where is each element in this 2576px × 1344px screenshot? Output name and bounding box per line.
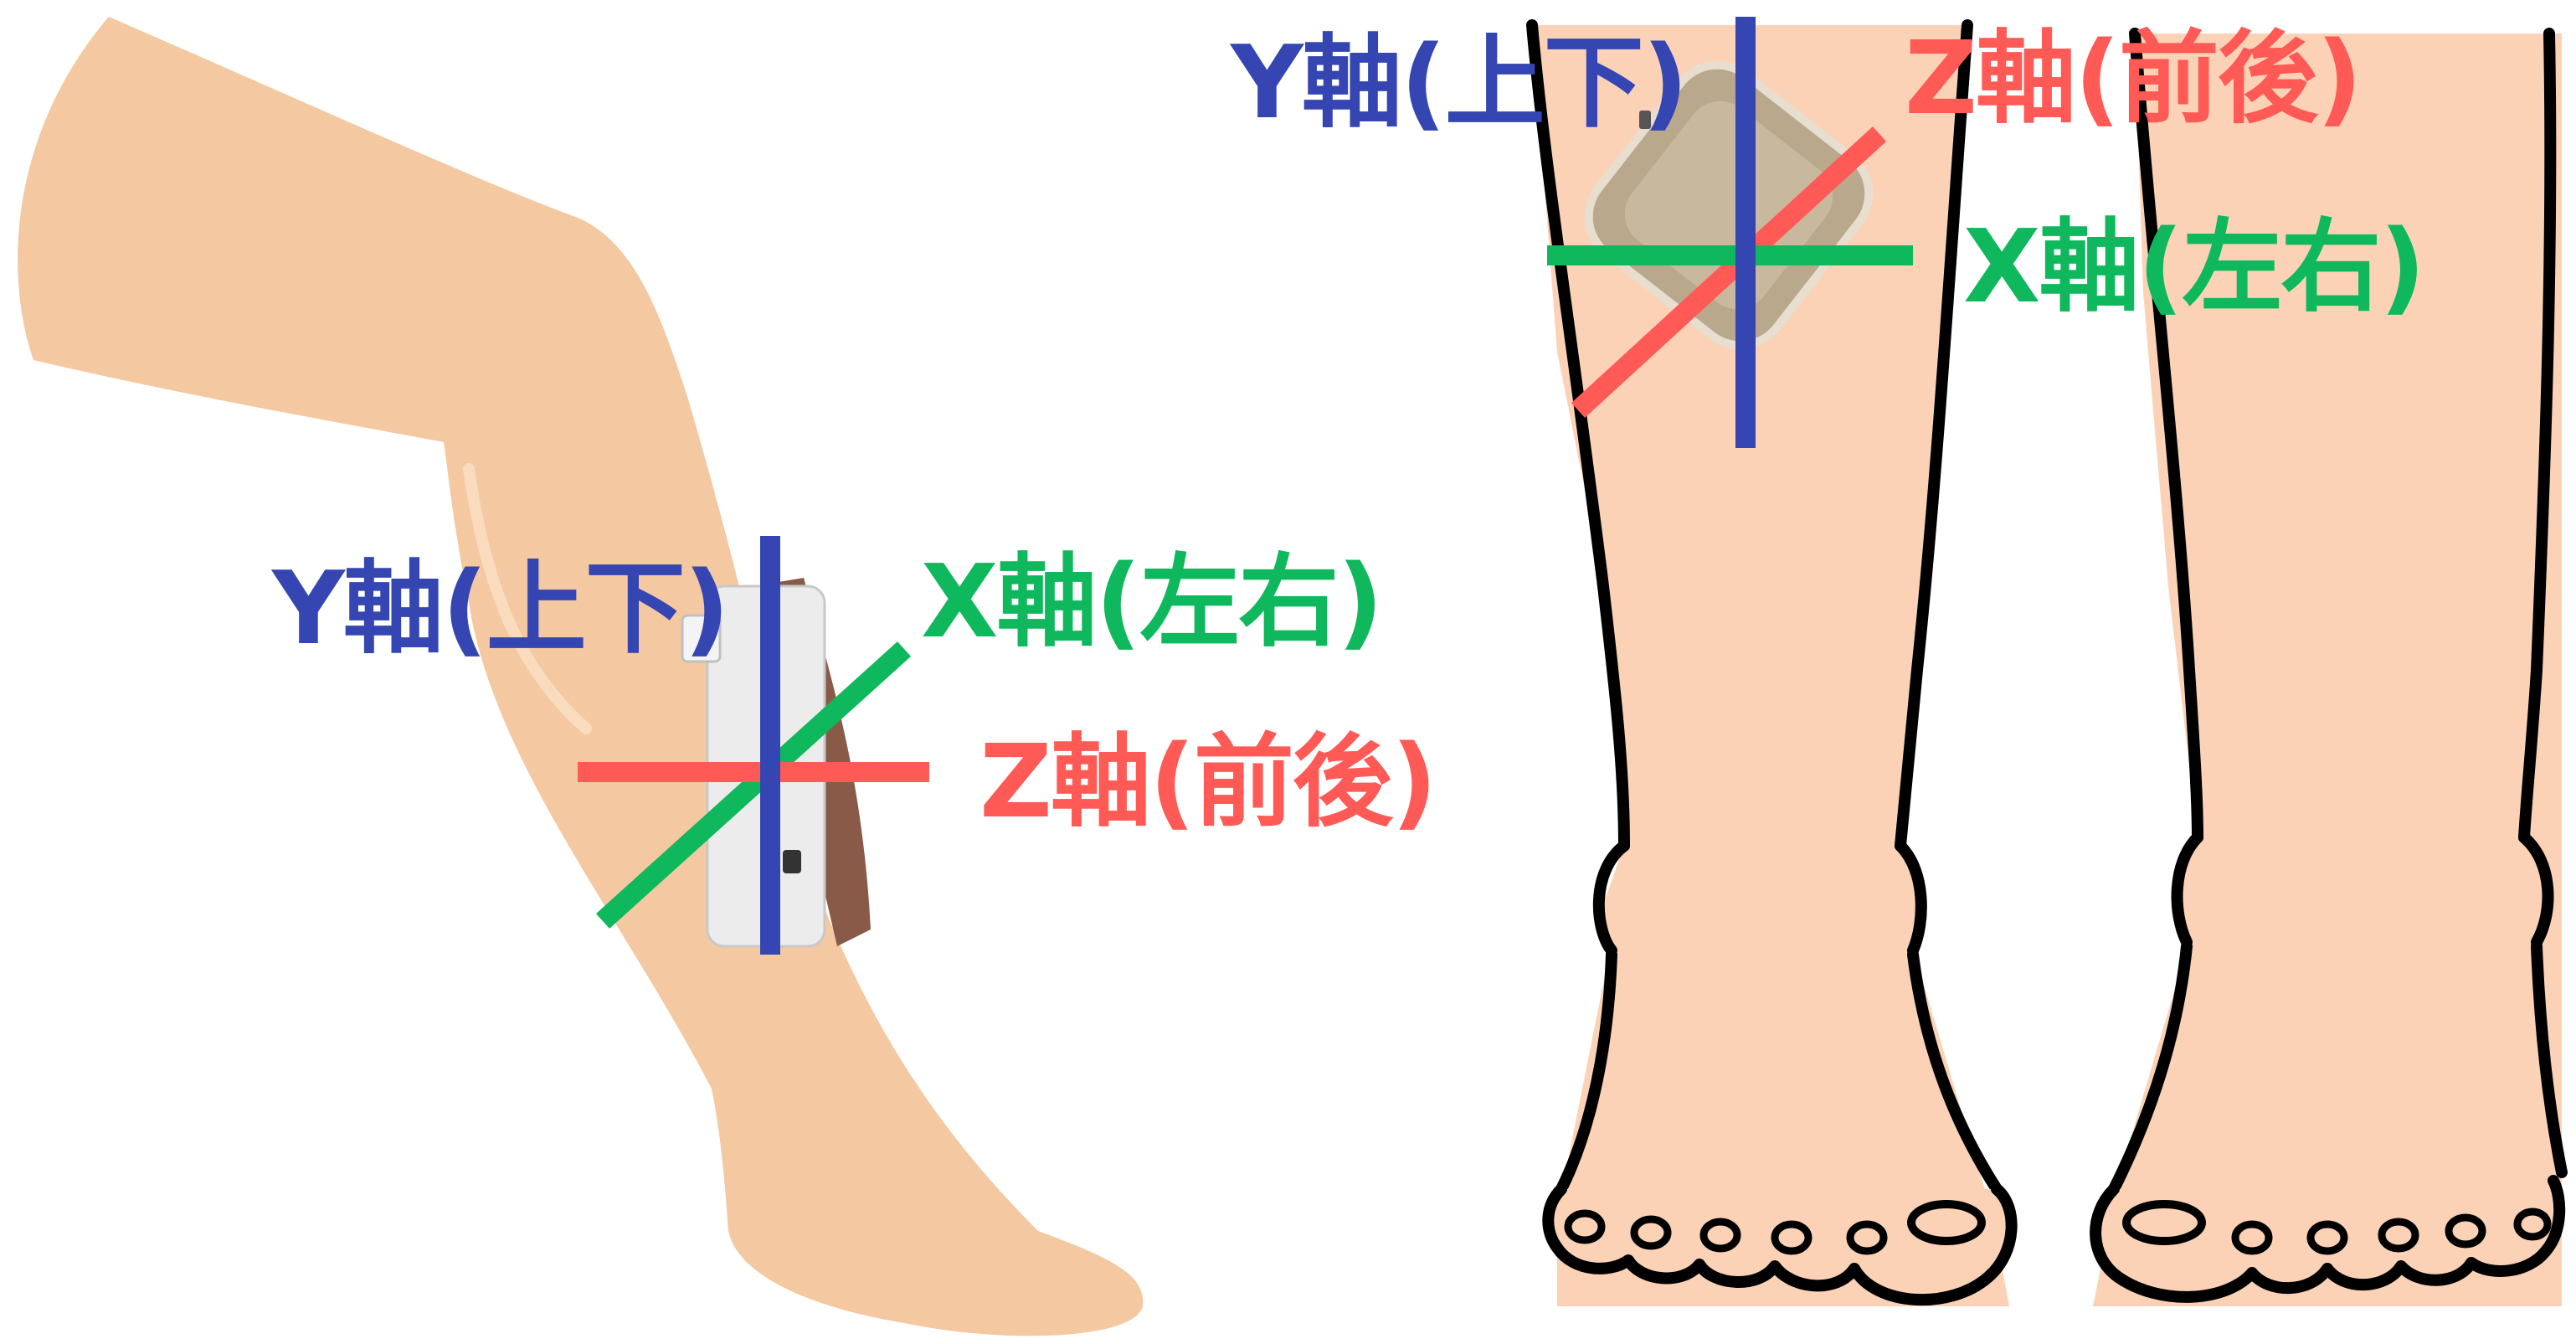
side-x-axis-label: X軸(左右) (921, 553, 1381, 653)
side-view-leg (18, 17, 1143, 1336)
side-y-axis-label: Y軸(上下) (272, 559, 728, 660)
front-y-axis-label: Y軸(上下) (1231, 33, 1687, 134)
side-sensor-port (783, 850, 801, 873)
front-x-axis-label: X軸(左右) (1963, 218, 2424, 318)
front-z-axis-label: Z軸(前後) (1905, 29, 2361, 130)
side-z-axis-label: Z軸(前後) (979, 733, 1436, 833)
side-leg-skin (18, 17, 1143, 1336)
